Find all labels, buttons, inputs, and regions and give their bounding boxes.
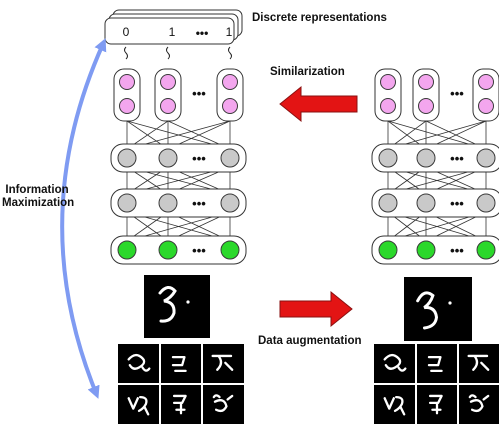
pink-node xyxy=(119,74,135,90)
hidden-node xyxy=(220,193,240,213)
original-samples-grid xyxy=(118,344,244,424)
input-node xyxy=(158,240,178,260)
hidden-node xyxy=(416,148,436,168)
handwritten-glyph-icon xyxy=(212,394,234,413)
ellipsis: ••• xyxy=(450,243,464,258)
ellipsis: ••• xyxy=(192,86,206,101)
handwritten-glyph-icon xyxy=(468,394,490,413)
handwritten-glyph-icon xyxy=(383,353,407,372)
pink-node xyxy=(222,74,238,90)
layer-box xyxy=(371,235,499,265)
input-node xyxy=(378,240,398,260)
handwritten-glyph-icon xyxy=(127,353,151,372)
label-information-maximization: Information Maximization xyxy=(2,184,75,210)
pink-node xyxy=(380,98,396,114)
input-node xyxy=(416,240,436,260)
label-discrete-representations: Discrete representations xyxy=(252,12,387,24)
ellipsis: ••• xyxy=(192,196,206,211)
input-digit-image xyxy=(144,275,210,338)
code-value-0: 0 xyxy=(123,25,130,39)
handwritten-glyph-icon xyxy=(427,355,443,373)
pink-node xyxy=(478,74,494,90)
label-data-augmentation: Data augmentation xyxy=(258,335,362,347)
layer-box xyxy=(371,143,499,173)
pink-node xyxy=(160,98,176,114)
hidden-node xyxy=(117,193,137,213)
ellipsis: ••• xyxy=(192,151,206,166)
handwritten-glyph-icon xyxy=(416,291,439,330)
pink-node xyxy=(418,74,434,90)
handwritten-glyph-icon xyxy=(211,354,234,371)
ellipsis: ••• xyxy=(450,86,464,101)
layer-box xyxy=(110,235,247,265)
label-maximization: Maximization xyxy=(2,197,75,209)
red-arrow-icon xyxy=(279,85,358,123)
hidden-node xyxy=(416,193,436,213)
ellipsis: ••• xyxy=(450,196,464,211)
layer-box xyxy=(110,143,247,173)
handwritten-glyph-icon xyxy=(127,395,150,416)
ellipsis: ••• xyxy=(192,243,206,258)
handwritten-glyph-icon xyxy=(158,286,177,323)
pink-node xyxy=(380,74,396,90)
handwritten-glyph-icon xyxy=(171,355,187,373)
network-right: ••• ••• ••• ••• xyxy=(371,68,499,265)
hidden-node xyxy=(378,193,398,213)
handwritten-glyph-icon xyxy=(428,394,443,415)
hidden-node xyxy=(476,193,496,213)
tilde-icon xyxy=(124,46,232,60)
pink-node xyxy=(160,74,176,90)
handwritten-glyph-icon xyxy=(383,395,406,416)
input-node xyxy=(117,240,137,260)
discrete-code-card-stack: 0 1 ••• 1 xyxy=(104,9,243,45)
hidden-node xyxy=(220,148,240,168)
code-value-last: 1 xyxy=(226,25,233,39)
hidden-node xyxy=(117,148,137,168)
pink-node xyxy=(222,98,238,114)
blue-double-arrow-icon xyxy=(60,38,107,399)
hidden-node xyxy=(158,148,178,168)
pink-node xyxy=(418,98,434,114)
input-node xyxy=(220,240,240,260)
input-node xyxy=(476,240,496,260)
layer-box xyxy=(110,188,247,218)
code-value-1: 1 xyxy=(169,25,176,39)
red-arrow-icon xyxy=(279,290,353,328)
hidden-node xyxy=(158,193,178,213)
network-left: ••• ••• ••• ••• xyxy=(110,68,247,265)
ellipsis: ••• xyxy=(450,151,464,166)
augmented-digit-image xyxy=(404,277,472,341)
pink-node xyxy=(119,98,135,114)
label-information: Information xyxy=(5,184,69,196)
code-ellipsis: ••• xyxy=(196,26,209,40)
label-similarization: Similarization xyxy=(270,66,345,78)
hidden-node xyxy=(378,148,398,168)
augmented-samples-grid xyxy=(374,344,499,424)
handwritten-glyph-icon xyxy=(467,354,490,371)
handwritten-glyph-icon xyxy=(172,394,187,415)
layer-box xyxy=(371,188,499,218)
pink-node xyxy=(478,98,494,114)
hidden-node xyxy=(476,148,496,168)
